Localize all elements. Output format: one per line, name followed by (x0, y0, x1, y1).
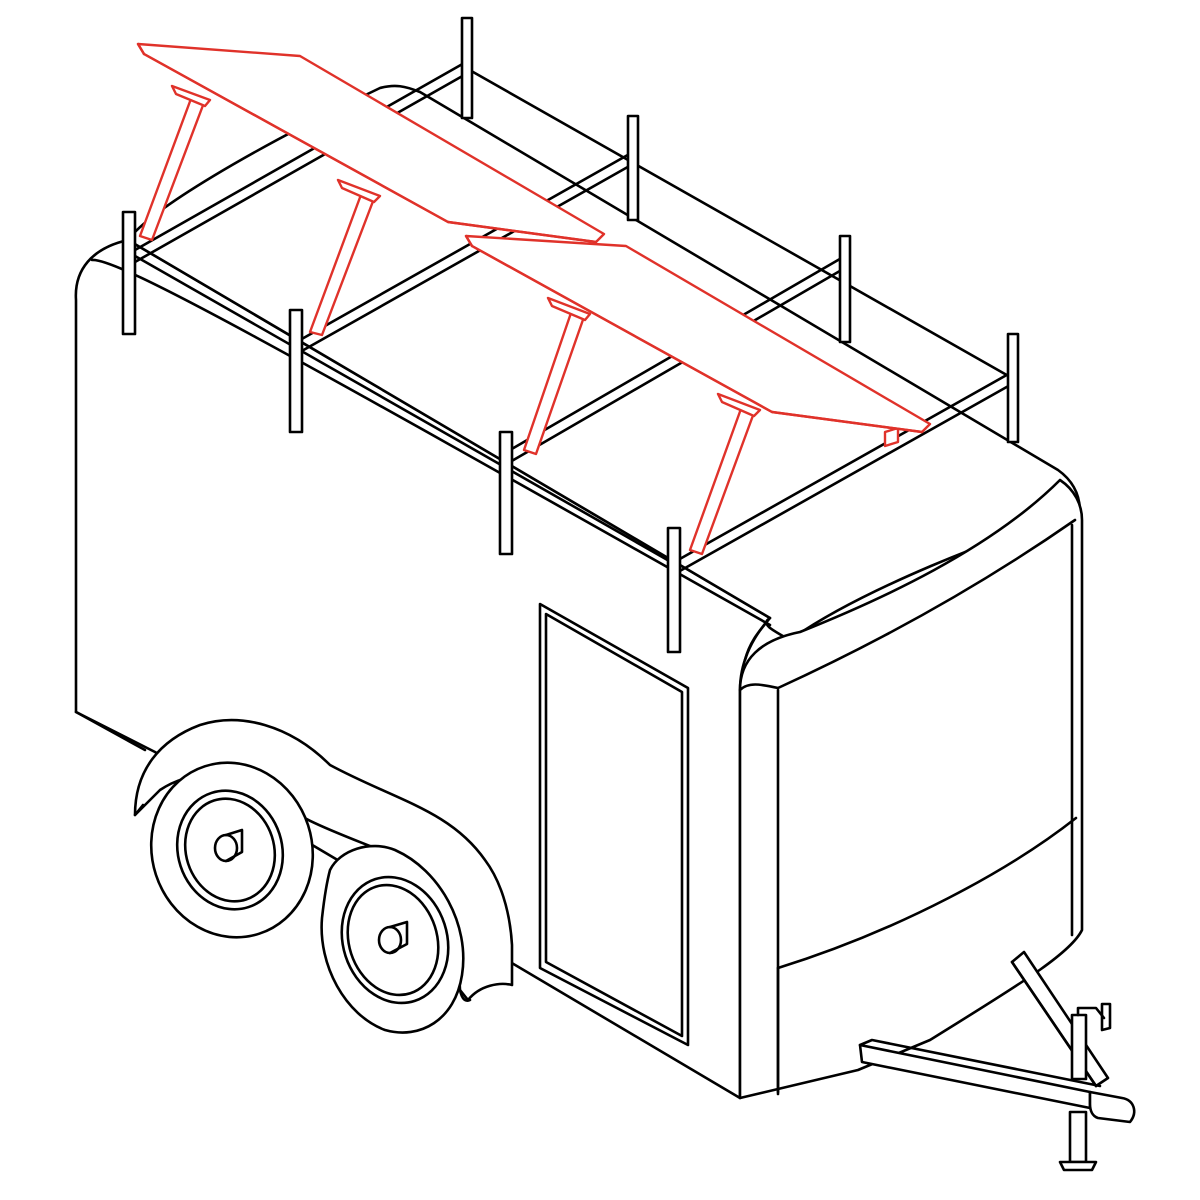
upright (626, 114, 640, 222)
tongue-jack (1058, 1002, 1112, 1172)
side-door (538, 602, 690, 1047)
upright (1006, 332, 1020, 444)
trailer-body (74, 84, 1084, 1100)
coupler (1088, 1090, 1136, 1124)
front-cap-seam-lower (776, 816, 1078, 970)
rack-rail-left-b (133, 72, 468, 264)
jack-foot (1058, 1160, 1098, 1172)
rear-wheel (149, 761, 315, 939)
upright (498, 430, 514, 556)
upright (838, 234, 852, 344)
upright (288, 308, 304, 434)
roof-rack (121, 16, 1020, 654)
front-cap-top-edge (738, 518, 1077, 692)
rack-uprights (121, 16, 1020, 654)
trailer-tongue (858, 950, 1136, 1172)
solar-array (136, 42, 932, 556)
upright (666, 526, 682, 654)
running-gear (133, 718, 514, 1034)
rack-rail-right-a (298, 150, 635, 342)
upright (121, 210, 137, 336)
rack-rail-right-b (298, 162, 635, 354)
roof-side-crease (90, 258, 772, 627)
upright (460, 16, 474, 120)
door-inner (544, 612, 684, 1038)
rack-rail-left-a (133, 60, 468, 252)
a-frame-right (1010, 950, 1110, 1088)
front-wheel (320, 844, 465, 1034)
panel-tilt-brackets (138, 84, 900, 556)
door-outer (538, 602, 690, 1047)
